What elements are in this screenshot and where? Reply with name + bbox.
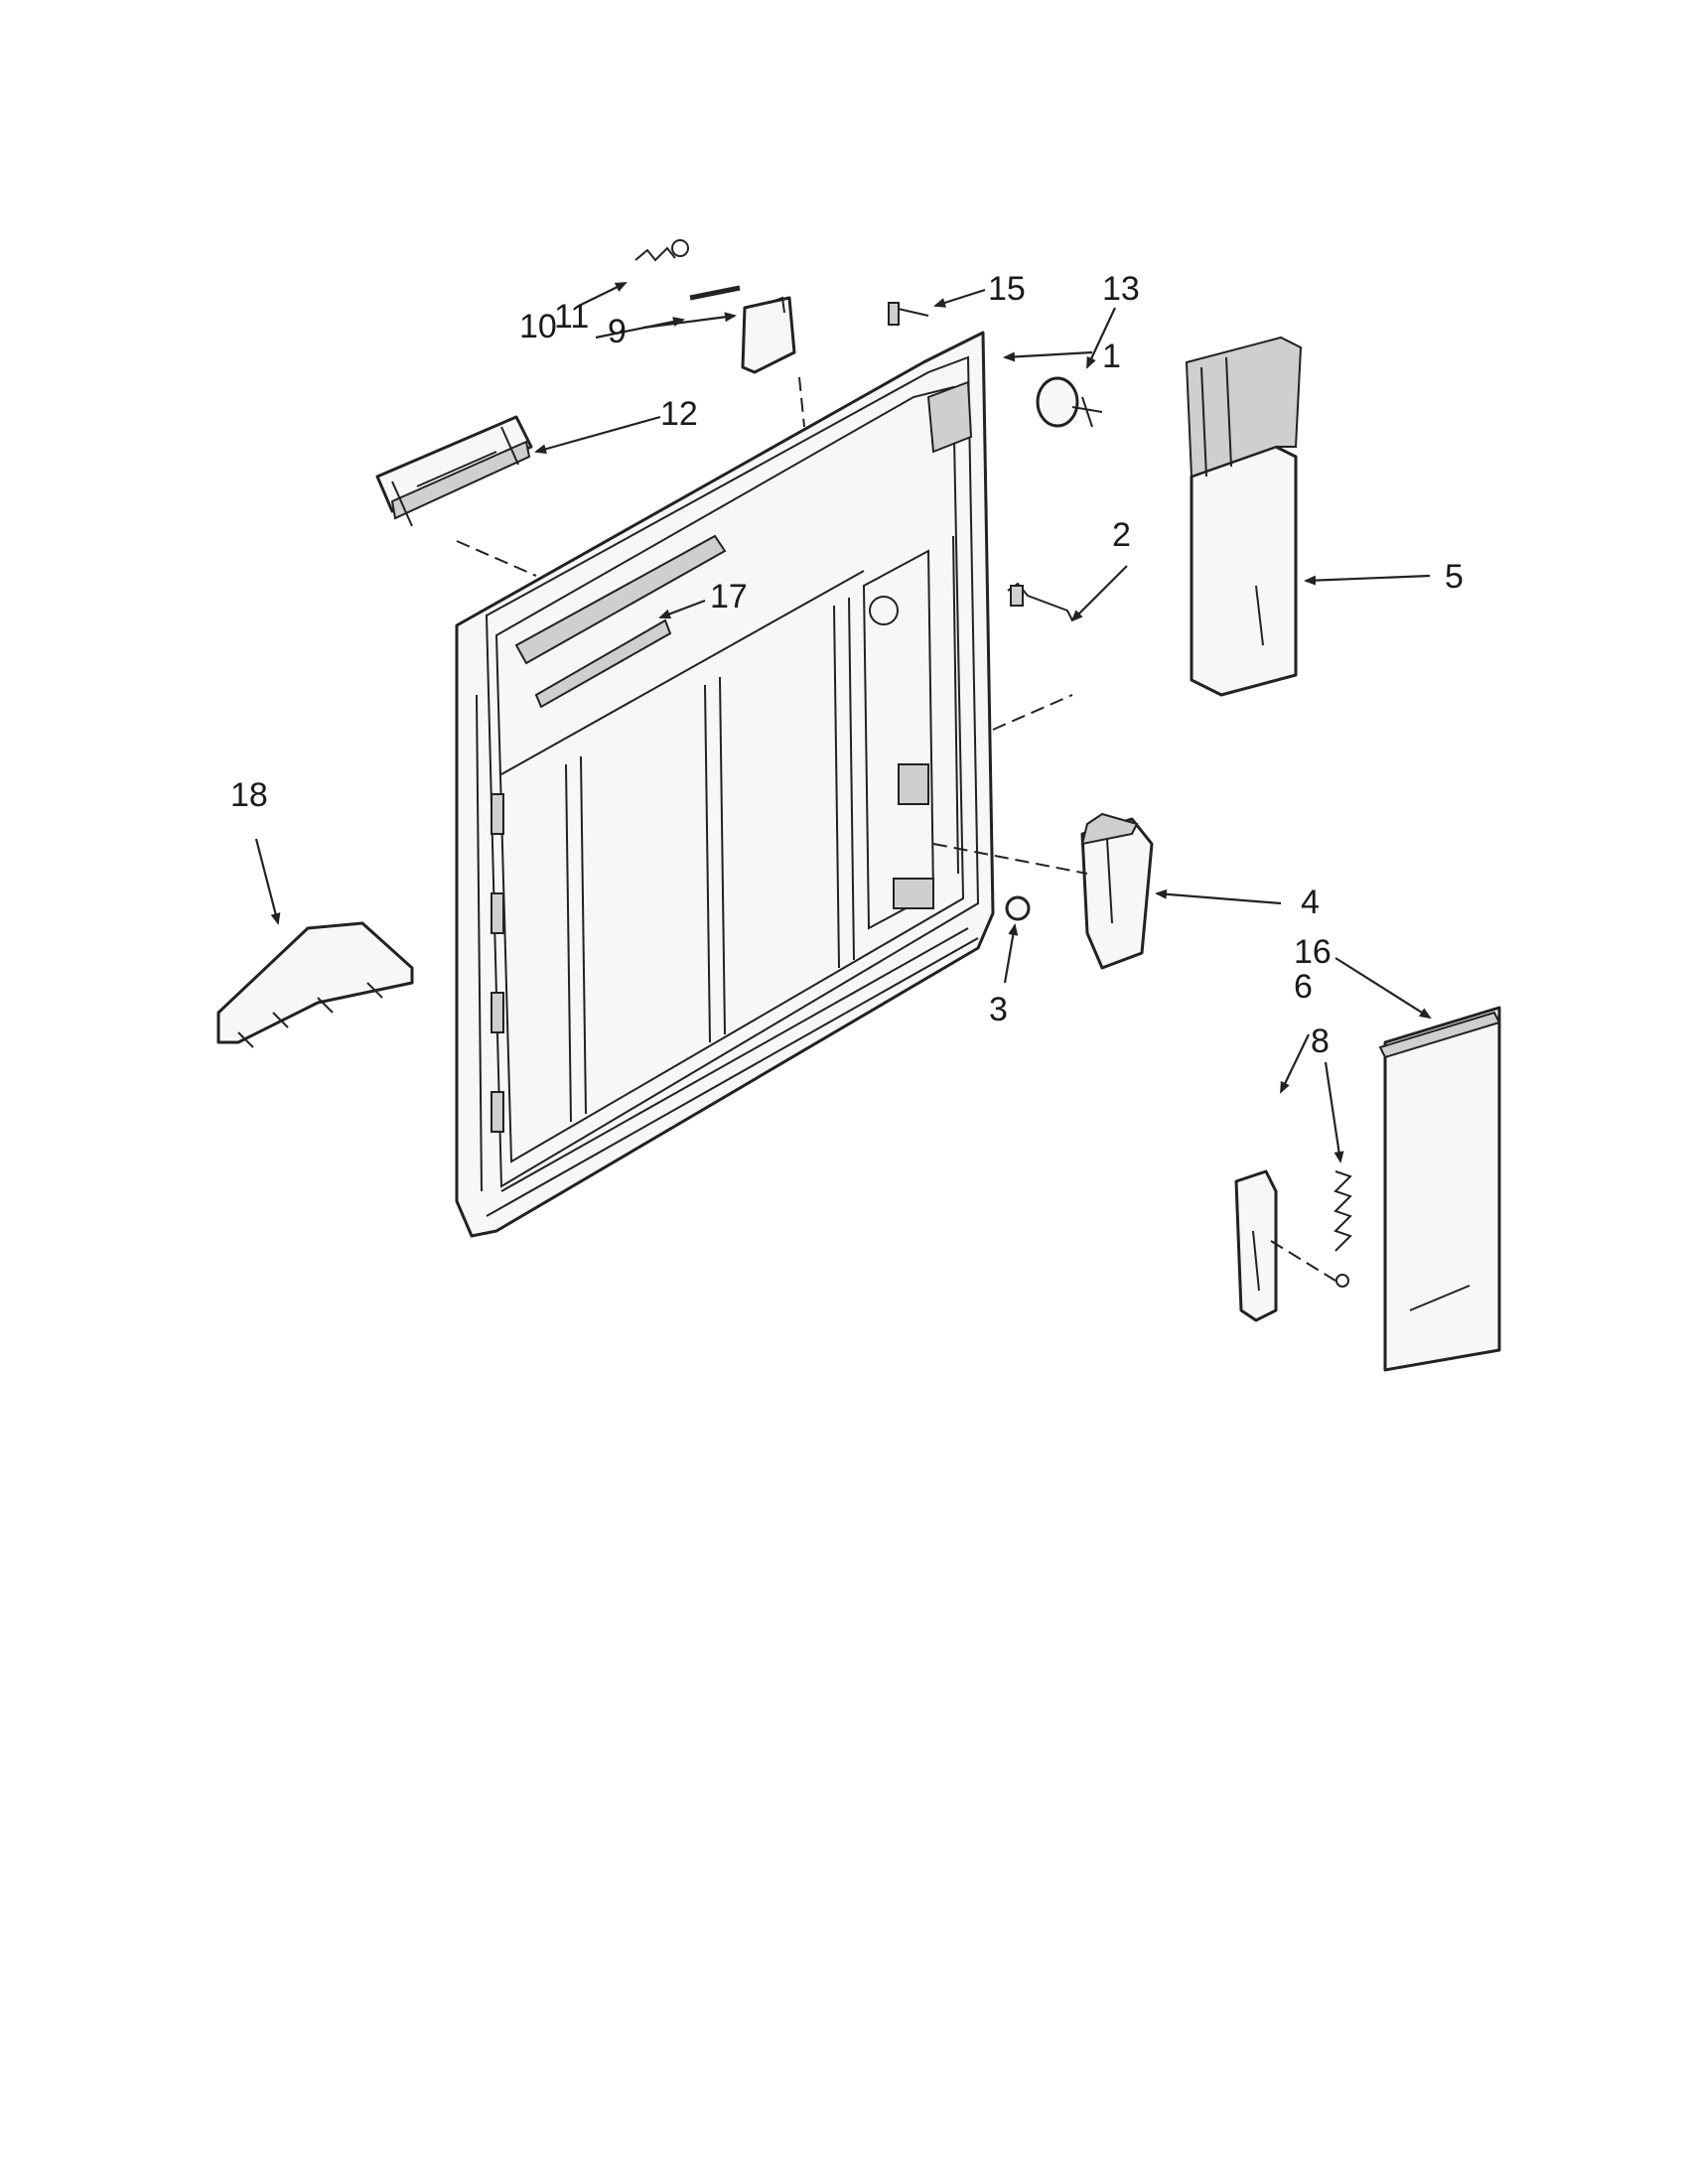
- callout-16: 16: [1294, 933, 1332, 971]
- callout-9: 9: [608, 313, 627, 350]
- leader-6: [1280, 1033, 1310, 1094]
- assembly-line: [456, 540, 537, 577]
- callout-3: 3: [989, 991, 1008, 1028]
- leader-1: [1003, 350, 1093, 362]
- leader-10: [578, 282, 628, 307]
- nut-part-3: [1005, 895, 1031, 921]
- callout-1: 1: [1102, 338, 1121, 375]
- callout-15: 15: [988, 270, 1026, 308]
- rod-part-11: [689, 285, 741, 301]
- callout-2: 2: [1112, 516, 1131, 554]
- callout-8: 8: [1311, 1023, 1330, 1060]
- leader-18: [254, 838, 281, 925]
- callout-13: 13: [1102, 270, 1140, 308]
- leader-11: [595, 317, 685, 340]
- callout-18: 18: [230, 776, 268, 814]
- callout-11: 11: [554, 298, 589, 336]
- latch-part-2: [1007, 582, 1073, 621]
- leader-2: [1070, 565, 1128, 622]
- leader-13: [1086, 307, 1116, 369]
- assembly-line: [1270, 1240, 1336, 1282]
- inner-door-panel: [455, 331, 995, 1238]
- leader-15: [933, 288, 986, 308]
- callout-6: 6: [1294, 968, 1313, 1006]
- bracket-part-6: [1234, 1169, 1278, 1322]
- screw-part-15: [888, 302, 929, 326]
- callout-4: 4: [1301, 884, 1320, 921]
- lever-part-4: [1080, 812, 1154, 970]
- leader-17: [658, 599, 706, 619]
- spring-part-8: [1333, 1170, 1352, 1288]
- spring-part-10: [634, 239, 689, 262]
- knob-part-13: [1036, 376, 1103, 428]
- leader-12: [534, 415, 661, 455]
- leader-8: [1324, 1061, 1344, 1163]
- switch-assembly-part-5: [1185, 336, 1303, 697]
- assembly-line: [932, 843, 1088, 875]
- callout-10: 10: [519, 308, 557, 345]
- leader-16: [1334, 957, 1432, 1020]
- assembly-line: [798, 376, 805, 428]
- foot-part-18: [216, 921, 414, 1048]
- handle-part-12: [375, 415, 533, 527]
- leader-4: [1155, 888, 1282, 905]
- cover-part-9: [741, 296, 796, 374]
- leader-3: [1003, 923, 1019, 984]
- assembly-line: [992, 694, 1073, 731]
- callout-12: 12: [660, 395, 698, 433]
- side-panel-part-16: [1378, 1006, 1501, 1372]
- callout-17: 17: [710, 578, 748, 615]
- leader-5: [1304, 574, 1431, 586]
- callout-5: 5: [1445, 558, 1464, 596]
